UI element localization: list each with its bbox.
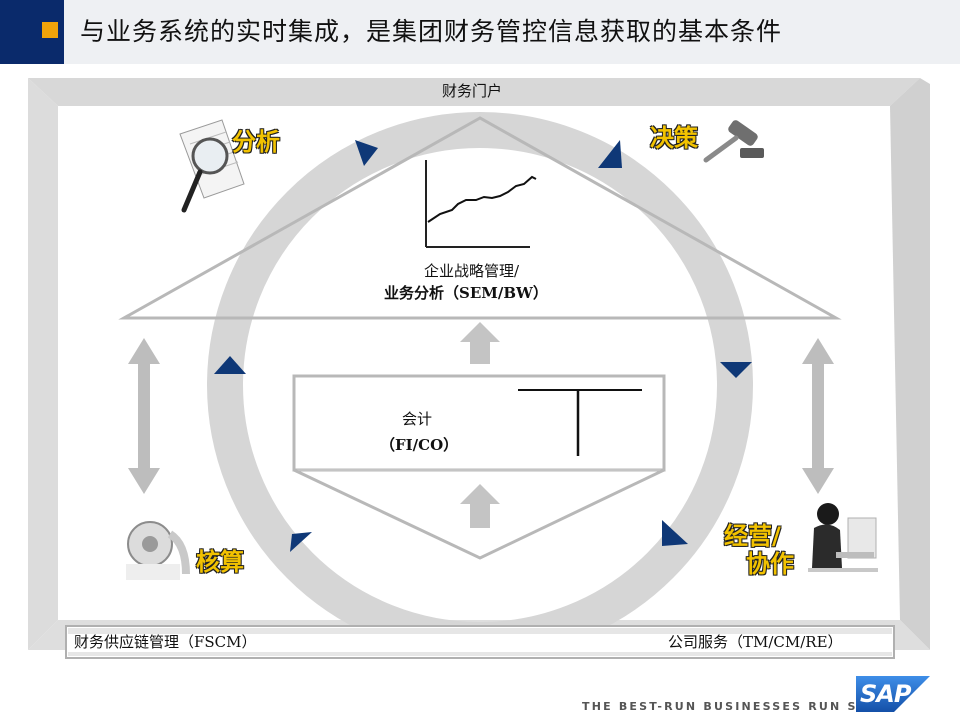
title-bullet-square bbox=[42, 22, 58, 38]
strategy-roof bbox=[118, 116, 842, 320]
line-chart-icon bbox=[425, 160, 537, 248]
frame-right bbox=[890, 78, 930, 650]
cycle-arrow-left bbox=[214, 356, 246, 374]
decision-label: 决策 bbox=[650, 124, 698, 152]
analysis-label: 分析 bbox=[232, 128, 280, 156]
gavel-icon bbox=[703, 120, 764, 163]
fico-label-line2: （FI/CO） bbox=[380, 436, 459, 454]
corporate-services-label: 公司服务（TM/CM/RE） bbox=[668, 633, 843, 651]
fico-label-line1: 会计 bbox=[402, 410, 433, 428]
operations-label-line2: 协作 bbox=[746, 550, 794, 578]
double-arrow-left bbox=[128, 338, 160, 494]
sap-logo-text: SAP bbox=[860, 680, 911, 708]
t-account-icon bbox=[518, 389, 642, 456]
finance-portal-label: 财务门户 bbox=[442, 82, 503, 100]
integration-diagram bbox=[28, 78, 930, 659]
operations-label-line1: 经营/ bbox=[724, 522, 781, 550]
fico-funnel bbox=[293, 468, 665, 560]
magnifier-icon bbox=[179, 119, 245, 213]
fico-box bbox=[292, 374, 666, 472]
office-worker-icon bbox=[808, 503, 878, 572]
fscm-label: 财务供应链管理（FSCM） bbox=[74, 633, 257, 651]
double-arrow-right bbox=[802, 338, 834, 494]
up-arrow-upper bbox=[460, 322, 500, 364]
sap-slogan: THE BEST-RUN BUSINESSES RUN SAP bbox=[582, 700, 879, 713]
cycle-arrow-bottom-right bbox=[662, 520, 688, 546]
frame-left bbox=[28, 78, 58, 650]
cycle-arrow-top-left bbox=[355, 140, 378, 166]
up-arrow-lower bbox=[460, 484, 500, 528]
frame-top bbox=[28, 78, 920, 106]
cycle-arrow-bottom-left bbox=[290, 532, 312, 552]
slide-title: 与业务系统的实时集成，是集团财务管控信息获取的基本条件 bbox=[80, 17, 783, 46]
sem-label-line2: 业务分析（SEM/BW） bbox=[384, 284, 548, 302]
title-bar: 与业务系统的实时集成，是集团财务管控信息获取的基本条件 bbox=[0, 0, 960, 64]
tape-measure-icon bbox=[126, 521, 190, 580]
cycle-arrow-right bbox=[720, 362, 752, 378]
cycle-arrow-top-right bbox=[598, 140, 622, 168]
sem-label-line1: 企业战略管理/ bbox=[424, 262, 520, 280]
accounting-label: 核算 bbox=[196, 548, 244, 576]
sap-logo: SAP bbox=[856, 676, 930, 712]
